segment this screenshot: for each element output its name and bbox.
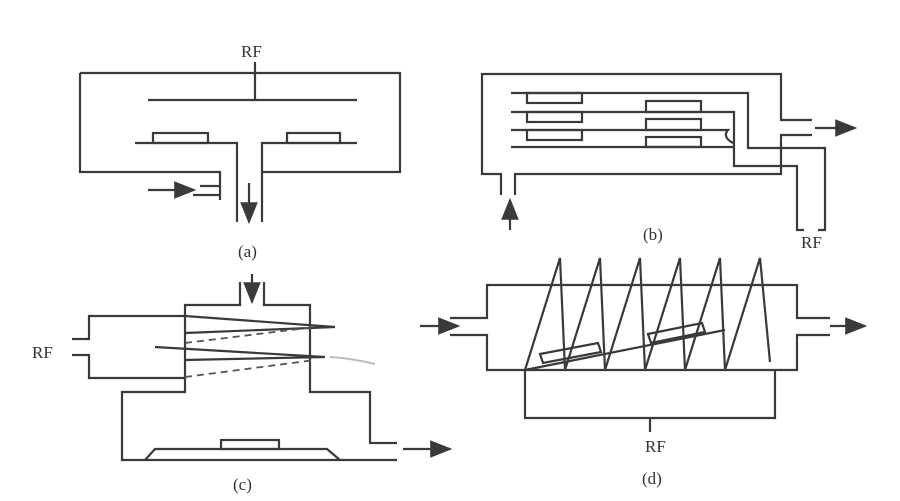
diagram-c: RF (c) [32, 274, 453, 494]
diagram-b: (b) RF [480, 72, 858, 252]
caption-c: (c) [233, 475, 252, 494]
caption-a: (a) [238, 242, 257, 261]
rf-label-c: RF [32, 343, 53, 362]
diagram-a: RF (a) [78, 42, 402, 261]
caption-b: (b) [643, 225, 663, 244]
rf-label-d: RF [645, 437, 666, 456]
rf-label-b: RF [801, 233, 822, 252]
rf-label-a: RF [241, 42, 262, 61]
diagram-d: RF (d) [420, 257, 868, 488]
caption-d: (d) [642, 469, 662, 488]
